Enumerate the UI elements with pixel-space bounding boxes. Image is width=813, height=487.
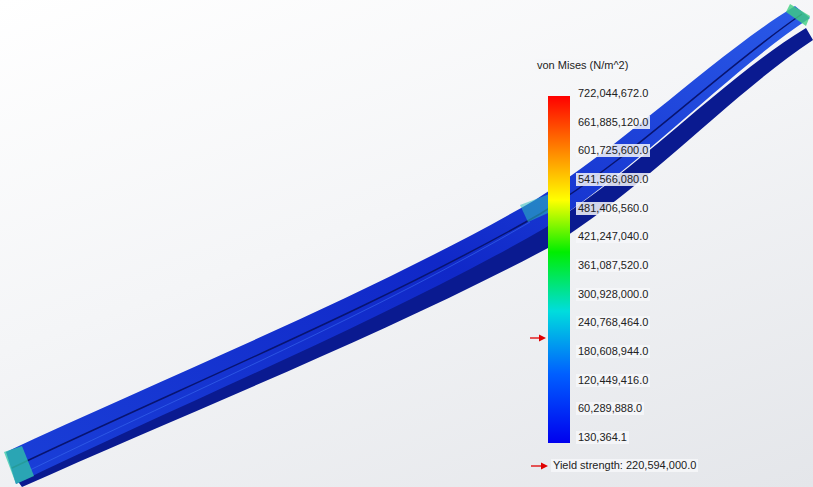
- scale-value: 300,928,000.0: [576, 288, 650, 301]
- color-bar: [548, 96, 570, 443]
- beam-flange: [6, 6, 810, 484]
- scale-value: 661,885,120.0: [576, 116, 650, 129]
- scale-value: 120,449,416.0: [576, 374, 650, 387]
- scale-value: 601,725,600.0: [576, 144, 650, 157]
- scale-value: 240,768,464.0: [576, 316, 650, 329]
- legend-title: von Mises (N/m^2): [535, 59, 630, 72]
- yield-arrow: [541, 463, 548, 470]
- scale-value: 421,247,040.0: [576, 230, 650, 243]
- scale-value: 481,406,560.0: [576, 202, 650, 215]
- stress-spot: [4, 446, 34, 484]
- scale-value: 541,566,080.0: [576, 173, 650, 186]
- yield-arrow: [539, 335, 546, 342]
- yield-note: Yield strength: 220,594,000.0: [551, 459, 698, 472]
- scale-value: 180,608,944.0: [576, 345, 650, 358]
- flange-edge: [12, 14, 802, 468]
- scale-value: 130,364.1: [576, 431, 629, 444]
- scale-value: 361,087,520.0: [576, 259, 650, 272]
- scale-value: 60,289,888.0: [576, 402, 644, 415]
- stress-spot: [786, 4, 810, 26]
- scale-value: 722,044,672.0: [576, 87, 650, 100]
